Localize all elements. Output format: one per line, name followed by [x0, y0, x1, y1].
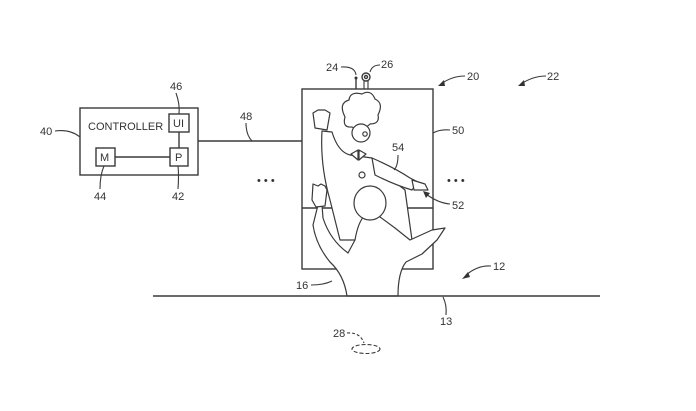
guest-body: [312, 204, 446, 297]
ref-48: 48: [240, 111, 252, 123]
ref-50: 50: [452, 125, 464, 137]
sensor-24-tip: [354, 76, 358, 80]
ref-40: 40: [40, 126, 52, 138]
ref-20: 20: [467, 71, 479, 83]
ref-54: 54: [392, 142, 404, 154]
leader-52: [425, 193, 451, 205]
guest-figure: [311, 183, 446, 297]
ref-22: 22: [547, 71, 559, 83]
arrowhead-22: [518, 80, 525, 86]
ellipsis-left: • • •: [257, 175, 275, 187]
character-right-hand: [411, 179, 429, 191]
ref-42: 42: [172, 191, 184, 203]
ref-28: 28: [333, 328, 345, 340]
character-bowtie: [350, 149, 367, 161]
zone-28: [351, 343, 381, 355]
leader-13: [442, 296, 447, 316]
leader-22: [520, 75, 547, 85]
camera-26: [361, 72, 371, 82]
processor-module-label: P: [175, 152, 182, 164]
ref-46: 46: [170, 81, 182, 93]
guest-head: [353, 185, 387, 221]
leader-54: [393, 154, 399, 171]
leader-50: [432, 129, 451, 134]
ref-13: 13: [440, 316, 452, 328]
leader-46: [175, 92, 180, 115]
arrowhead-52: [423, 191, 430, 198]
leader-20: [440, 75, 466, 85]
ellipsis-right: • • •: [447, 175, 465, 187]
leader-24: [340, 66, 357, 76]
memory-module-label: M: [100, 152, 109, 164]
ref-24: 24: [326, 62, 338, 74]
ref-52: 52: [452, 200, 464, 212]
ref-12: 12: [493, 261, 505, 273]
ref-44: 44: [94, 191, 106, 203]
leader-26: [369, 64, 381, 73]
guest-raised-hand: [311, 183, 328, 208]
ref-26: 26: [381, 59, 393, 71]
arrowhead-12: [462, 272, 470, 279]
arrowhead-20: [438, 80, 445, 86]
ui-module-label: UI: [173, 118, 184, 130]
leader-16: [310, 280, 333, 286]
character-nose: [362, 131, 368, 137]
leader-12: [465, 265, 492, 276]
ref-16: 16: [296, 280, 308, 292]
character-left-hand: [312, 109, 331, 131]
camera-26-lens: [363, 74, 369, 80]
character-face: [351, 123, 371, 143]
character-button: [358, 171, 366, 179]
leader-42: [177, 165, 180, 190]
controller-title: CONTROLLER: [88, 121, 163, 133]
leader-44: [99, 165, 105, 190]
leader-48: [245, 122, 253, 142]
leader-28: [346, 332, 365, 344]
leader-40: [54, 130, 81, 138]
animated-character: [312, 91, 429, 241]
